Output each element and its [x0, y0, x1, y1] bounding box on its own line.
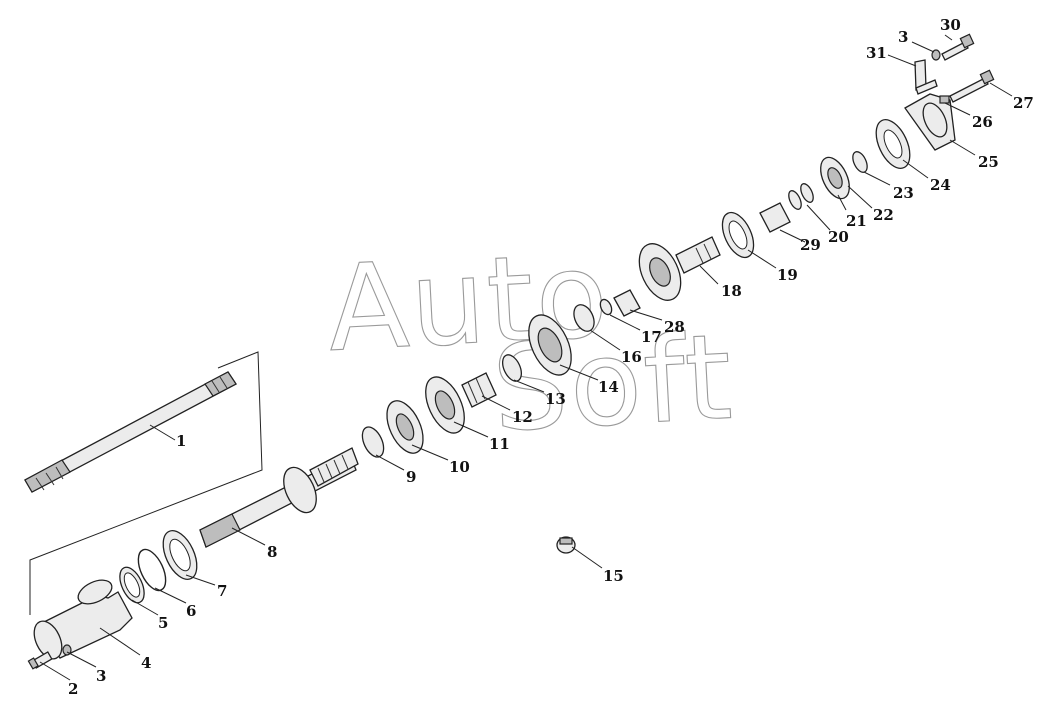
part-28-sleeve: [613, 289, 641, 317]
callout-4: 4: [141, 654, 151, 672]
callout-13: 13: [545, 390, 566, 408]
callout-3-bottom: 3: [96, 667, 106, 685]
part-5-ring: [119, 566, 145, 604]
callout-30: 30: [940, 16, 961, 34]
callout-16: 16: [621, 348, 642, 366]
part-1-long-shaft: [24, 371, 237, 493]
callout-19: 19: [777, 266, 798, 284]
callout-26: 26: [972, 113, 993, 131]
part-31-bracket: [914, 59, 938, 95]
callout-23: 23: [893, 184, 914, 202]
callout-11: 11: [489, 435, 510, 453]
part-11-gear: [425, 376, 465, 434]
part-24-bearing: [875, 119, 911, 169]
part-3-washer-top: [931, 49, 941, 61]
part-17-ring: [599, 298, 613, 316]
callout-14: 14: [598, 378, 619, 396]
part-14-synchro-hub: [528, 314, 572, 376]
part-13-washer: [501, 354, 523, 382]
part-8-main-shaft: [199, 447, 359, 548]
callout-17: 17: [641, 328, 662, 346]
part-18-output-gear: [638, 236, 721, 301]
callout-29: 29: [800, 236, 821, 254]
part-4-housing: [33, 579, 133, 660]
part-2-bolt: [27, 651, 53, 670]
callout-7: 7: [217, 582, 227, 600]
callout-27: 27: [1013, 94, 1034, 112]
part-30-bolt: [941, 33, 975, 61]
part-9-ring: [361, 426, 385, 458]
callout-labels: 1 2 3 4 5 6 7 8 9 10 11 12 13 14 15 16 1…: [68, 16, 1034, 698]
callout-10: 10: [449, 458, 470, 476]
callout-12: 12: [512, 408, 533, 426]
callout-28: 28: [664, 318, 685, 336]
callout-5: 5: [158, 614, 168, 632]
part-26-nut: [939, 95, 950, 104]
part-6-ring: [137, 548, 167, 592]
part-12-needle-bearing: [461, 372, 497, 408]
part-7-bearing: [162, 530, 198, 580]
part-21-gear: [820, 156, 850, 200]
callout-3-top: 3: [898, 28, 908, 46]
callout-15: 15: [603, 567, 624, 585]
part-27-bolt: [949, 69, 995, 103]
part-23-ring: [852, 151, 868, 173]
part-20-rings: [788, 183, 814, 210]
callout-2: 2: [68, 680, 78, 698]
callout-22: 22: [873, 206, 894, 224]
callout-9: 9: [406, 468, 416, 486]
callout-8: 8: [267, 543, 277, 561]
callout-1: 1: [176, 432, 186, 450]
part-10-gear: [386, 400, 424, 454]
callout-31: 31: [866, 44, 887, 62]
part-15-plug: [556, 536, 576, 554]
callout-24: 24: [930, 176, 951, 194]
leader-lines: [39, 34, 1013, 681]
part-29-sleeve: [759, 202, 791, 233]
callout-18: 18: [721, 282, 742, 300]
callout-20: 20: [828, 228, 849, 246]
callout-25: 25: [978, 153, 999, 171]
callout-21: 21: [846, 212, 867, 230]
part-25-housing: [904, 93, 956, 151]
part-16-ring: [573, 304, 595, 332]
part-19-bearing: [721, 211, 755, 259]
callout-6: 6: [186, 602, 196, 620]
